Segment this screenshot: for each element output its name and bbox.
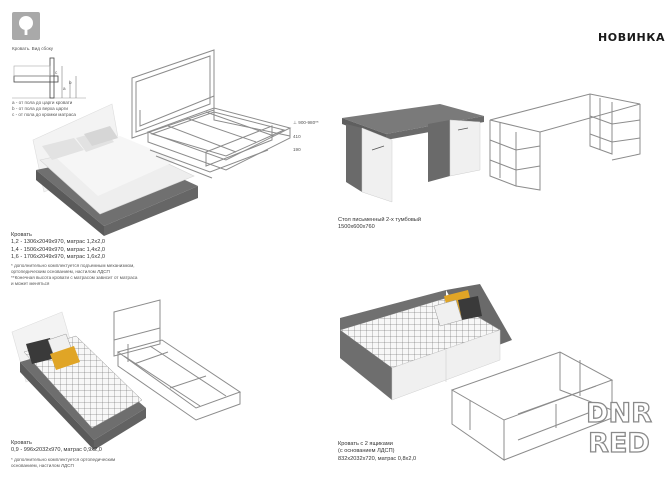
desk-title: Стол письменный 2-х тумбовый [338,217,421,223]
watermark-line-2: RED [588,428,651,459]
desk-caption: Стол письменный 2-х тумбовый 1500х600х76… [338,217,421,232]
legend-line: b - от пола до верха царги [12,106,68,111]
drawer-bed-line: (с основанием ЛДСП) [338,448,395,455]
size-line: 1,2 - 1306х2049х970, матрас 1,2х2,0 [11,239,105,246]
height-mark-mid: 410 [293,134,301,139]
double-bed-caption: Кровать 1,2 - 1306х2049х970, матрас 1,2х… [11,232,138,287]
single-bed-title: Кровать [11,440,32,446]
drawer-bed-line: 832х2032х720, матрас 0,8х2,0 [338,455,417,462]
single-bed-size: 0,9 - 996х2032х970, матрас 0,9х2,0 [11,447,102,454]
size-line: 1,4 - 1506х2049х970, матрас 1,4х2,0 [11,246,105,253]
side-view-caption: Кровать. Вид сбоку [12,46,54,51]
note-line: основанием, настилом ЛДСП [11,462,74,468]
dim-b-label: b [69,80,72,85]
note-line: **Конечная высота кровати с матрасом зав… [11,275,138,281]
double-bed-title: Кровать [11,232,32,238]
dim-c-label: с [55,70,58,75]
note-line: * дополнительно комплектуется подъемным … [11,263,135,269]
drawer-bed-title: Кровать с 2 ящиками [338,441,393,447]
brand-logo [12,12,40,40]
size-line: 1,6 - 1706х2049х970, матрас 1,6х2,0 [11,253,105,260]
side-view-diagram [12,57,86,99]
height-mark-bottom: 190 [293,147,301,152]
single-bed-caption: Кровать 0,9 - 996х2032х970, матрас 0,9х2… [11,440,115,469]
legend-line: c - от пола до кромки матраса [12,112,76,117]
legend-line: a - от пола до царги кровати [12,100,73,105]
new-badge: НОВИНКА [598,31,666,44]
watermark-line-1: DNR [585,398,652,429]
side-view-legend: a - от пола до царги кровати b - от пола… [12,100,76,118]
watermark: DNR RED [580,397,658,463]
drawer-bed-caption: Кровать с 2 ящиками (с основанием ЛДСП) … [338,441,416,463]
height-mark-top: ⊥ 900-980** [293,120,319,125]
desk-size: 1500х600х760 [338,224,375,231]
note-line: и может меняться [11,281,50,287]
note-line: * дополнительно комплектуется ортопедиче… [11,456,116,462]
tree-icon [19,16,33,35]
note-line: ортопедическим основанием, настилом ЛДСП [11,269,110,275]
dim-a-label: а [63,86,66,91]
